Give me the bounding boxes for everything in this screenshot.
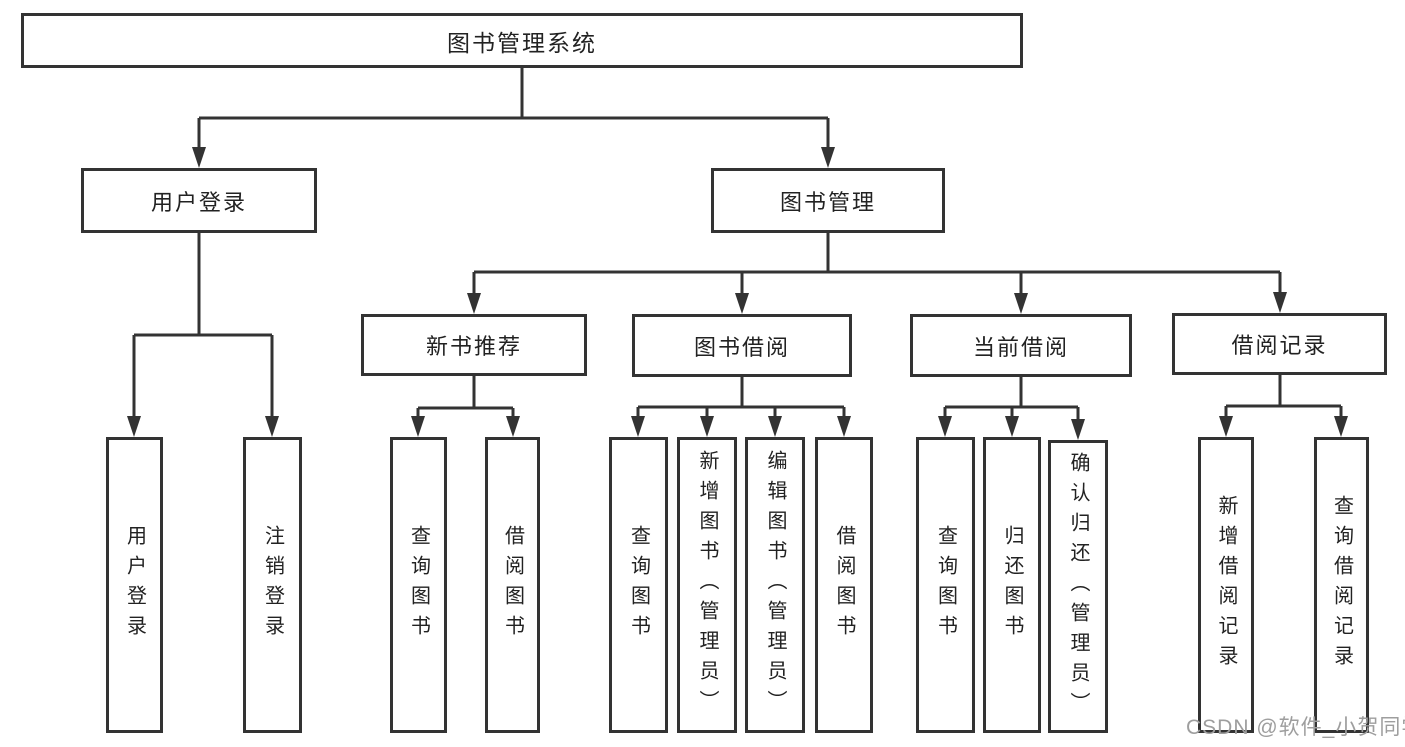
watermark: CSDN @软件_小贺同学 [1186,716,1405,739]
leaf-records-query-record-label: 查询借阅记录 [1330,495,1353,675]
leaf-borrow-borrow-book: 借阅图书 [815,437,873,733]
node-new-book-recommend: 新书推荐 [361,314,587,376]
arrowhead-down-icon [127,416,141,437]
node-book-borrow: 图书借阅 [632,314,852,377]
leaf-borrow-query-book-label: 查询图书 [627,525,650,645]
leaf-records-add-record-label: 新增借阅记录 [1215,495,1237,675]
leaf-records-add-record: 新增借阅记录 [1198,437,1254,733]
connector-line [197,68,830,150]
arrowhead-down-icon [821,147,835,168]
leaf-current-return-book: 归还图书 [983,437,1041,733]
connector-user-login-to-leaves [127,233,279,437]
arrowhead-down-icon [467,293,481,314]
node-book-management-label: 图书管理 [779,189,876,215]
leaf-recommend-borrow-book-label: 借阅图书 [501,525,524,645]
leaf-recommend-borrow-book: 借阅图书 [485,437,540,733]
leaf-user-login-label: 用户登录 [123,525,146,645]
leaf-borrow-edit-book: 编辑图书（管理员） [745,437,805,733]
connector-book-borrow-to-leaves [631,377,851,437]
node-current-borrow: 当前借阅 [910,314,1132,377]
arrowhead-down-icon [1273,292,1287,313]
arrowhead-down-icon [1334,416,1348,437]
node-current-borrow-label: 当前借阅 [972,334,1069,360]
arrowhead-down-icon [768,416,782,437]
node-new-book-recommend-label: 新书推荐 [425,334,522,359]
arrowhead-down-icon [735,293,749,314]
arrowhead-down-icon [1005,416,1019,437]
leaf-borrow-query-book: 查询图书 [609,437,668,733]
arrowhead-down-icon [631,416,645,437]
leaf-borrow-edit-book-label: 编辑图书（管理员） [764,450,786,720]
node-book-management: 图书管理 [711,168,945,233]
connector-line [416,376,515,419]
leaf-recommend-query-book-label: 查询图书 [407,525,430,645]
connector-line [132,233,274,419]
leaf-recommend-query-book: 查询图书 [390,437,447,733]
node-borrow-records-label: 借阅记录 [1231,333,1328,358]
arrowhead-down-icon [837,416,851,437]
node-root-label: 图书管理系统 [447,29,597,56]
node-user-login: 用户登录 [81,168,317,233]
arrowhead-down-icon [1071,419,1085,440]
leaf-current-confirm-return: 确认归还（管理员） [1048,440,1108,733]
connector-line [472,233,1282,296]
connector-current-borrow-to-leaves [938,377,1085,440]
arrowhead-down-icon [506,416,520,437]
leaf-current-query-book-label: 查询图书 [934,525,957,645]
connector-borrow-records-to-leaves [1219,375,1348,437]
connector-root-to-level2 [192,68,835,168]
connector-line [1224,375,1343,419]
leaf-current-confirm-return-label: 确认归还（管理员） [1067,451,1089,722]
arrowhead-down-icon [192,147,206,168]
leaf-logout: 注销登录 [243,437,302,733]
leaf-borrow-borrow-book-label: 借阅图书 [833,525,855,645]
node-root: 图书管理系统 [21,13,1023,68]
node-borrow-records: 借阅记录 [1172,313,1387,375]
arrowhead-down-icon [411,416,425,437]
connector-book-management-to-level3 [467,233,1287,314]
node-book-borrow-label: 图书借阅 [693,334,790,360]
leaf-current-query-book: 查询图书 [916,437,975,733]
leaf-current-return-book-label: 归还图书 [1001,525,1023,645]
arrowhead-down-icon [265,416,279,437]
connector-line [636,377,846,419]
leaf-user-login: 用户登录 [106,437,163,733]
node-user-login-label: 用户登录 [150,189,247,215]
arrowhead-down-icon [1219,416,1233,437]
leaf-borrow-add-book: 新增图书（管理员） [677,437,737,733]
arrowhead-down-icon [938,416,952,437]
leaf-records-query-record: 查询借阅记录 [1314,437,1369,733]
connector-new-book-recommend-to-leaves [411,376,520,437]
connector-line [943,377,1080,422]
leaf-borrow-add-book-label: 新增图书（管理员） [696,450,718,720]
arrowhead-down-icon [1014,293,1028,314]
leaf-logout-label: 注销登录 [261,525,284,645]
arrowhead-down-icon [700,416,714,437]
